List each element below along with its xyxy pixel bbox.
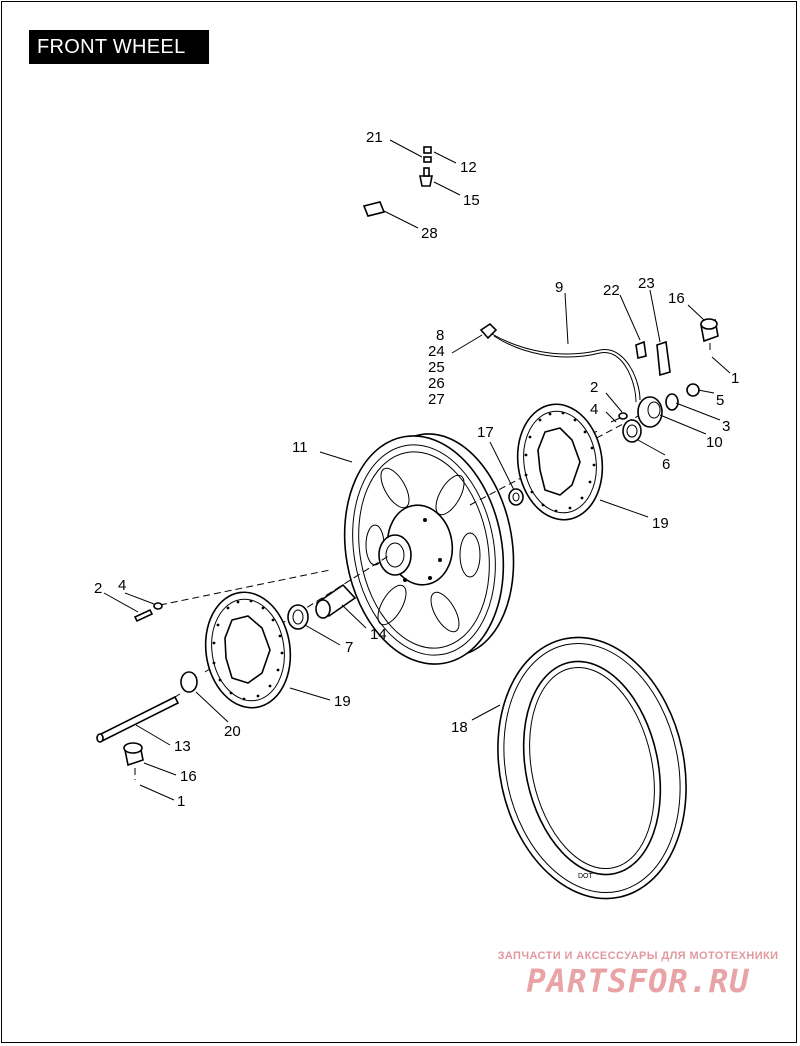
callout-28: 28 — [421, 225, 438, 242]
callout-16: 16 — [668, 290, 685, 307]
callout-12: 12 — [460, 159, 477, 176]
sensor-hub-10-icon[interactable] — [637, 396, 663, 428]
callout-27: 27 — [428, 391, 445, 408]
callout-13: 13 — [174, 738, 191, 755]
callout-1: 1 — [731, 370, 739, 387]
bearing-7-icon[interactable] — [287, 604, 309, 630]
screw-2b-icon[interactable] — [133, 602, 163, 623]
nut-5-icon[interactable] — [686, 383, 700, 397]
tire-icon[interactable]: DOT — [475, 620, 710, 916]
callout-3: 3 — [722, 418, 730, 435]
brake-rotor-icon[interactable] — [198, 587, 297, 714]
axle-icon[interactable] — [96, 693, 181, 743]
cast-wheel-icon[interactable] — [327, 422, 530, 677]
sensor-cable-icon[interactable] — [479, 322, 671, 403]
callout-25: 25 — [428, 359, 445, 376]
callout-7: 7 — [345, 639, 353, 656]
wheel-weight-28-icon[interactable] — [362, 201, 386, 217]
callout-20: 20 — [224, 723, 241, 740]
callout-4: 4 — [590, 401, 598, 418]
washer-3-icon[interactable] — [665, 393, 679, 411]
callout-21: 21 — [366, 129, 383, 146]
callout-16-left: 16 — [180, 768, 197, 785]
watermark-subtitle: ЗАПЧАСТИ И АКСЕССУАРЫ ДЛЯ МОТОТЕХНИКИ — [497, 950, 779, 962]
bearing-6-icon[interactable] — [622, 419, 642, 443]
callout-6: 6 — [662, 456, 670, 473]
watermark-logo: PARTSFOR.RU — [526, 962, 750, 1000]
nut-cap-16a-icon[interactable] — [700, 318, 719, 353]
callout-5: 5 — [716, 392, 724, 409]
callout-2-left: 2 — [94, 580, 102, 597]
callout-17: 17 — [477, 424, 494, 441]
callout-19-left: 19 — [334, 693, 351, 710]
nut-cap-16b-icon[interactable] — [123, 742, 144, 780]
valve-stem-15-icon[interactable] — [419, 167, 433, 187]
brake-rotor-icon[interactable] — [510, 399, 609, 526]
callout-9: 9 — [555, 279, 563, 296]
callout-11: 11 — [292, 439, 308, 456]
callout-labels: 21 12 15 28 9 22 23 16 1 8 24 25 26 27 2… — [94, 129, 739, 810]
callout-19: 19 — [652, 515, 669, 532]
screw-2-icon[interactable] — [610, 412, 628, 423]
page-title: FRONT WHEEL — [29, 30, 209, 64]
callout-8: 8 — [436, 327, 444, 344]
valve-cap-21-icon[interactable] — [423, 146, 432, 163]
callout-24: 24 — [428, 343, 445, 360]
callout-26: 26 — [428, 375, 445, 392]
svg-text:DOT: DOT — [578, 873, 594, 880]
callout-2: 2 — [590, 379, 598, 396]
callout-1-left: 1 — [177, 793, 185, 810]
spacer-17-icon[interactable] — [508, 488, 524, 506]
callout-10: 10 — [706, 434, 723, 451]
callout-23: 23 — [638, 275, 655, 292]
callout-22: 22 — [603, 282, 620, 299]
callout-15: 15 — [463, 192, 480, 209]
callout-14: 14 — [370, 626, 387, 643]
spacer-14-icon[interactable] — [315, 583, 357, 619]
callout-18: 18 — [451, 719, 468, 736]
callout-4-left: 4 — [118, 577, 126, 594]
spacer-20-icon[interactable] — [180, 671, 198, 693]
